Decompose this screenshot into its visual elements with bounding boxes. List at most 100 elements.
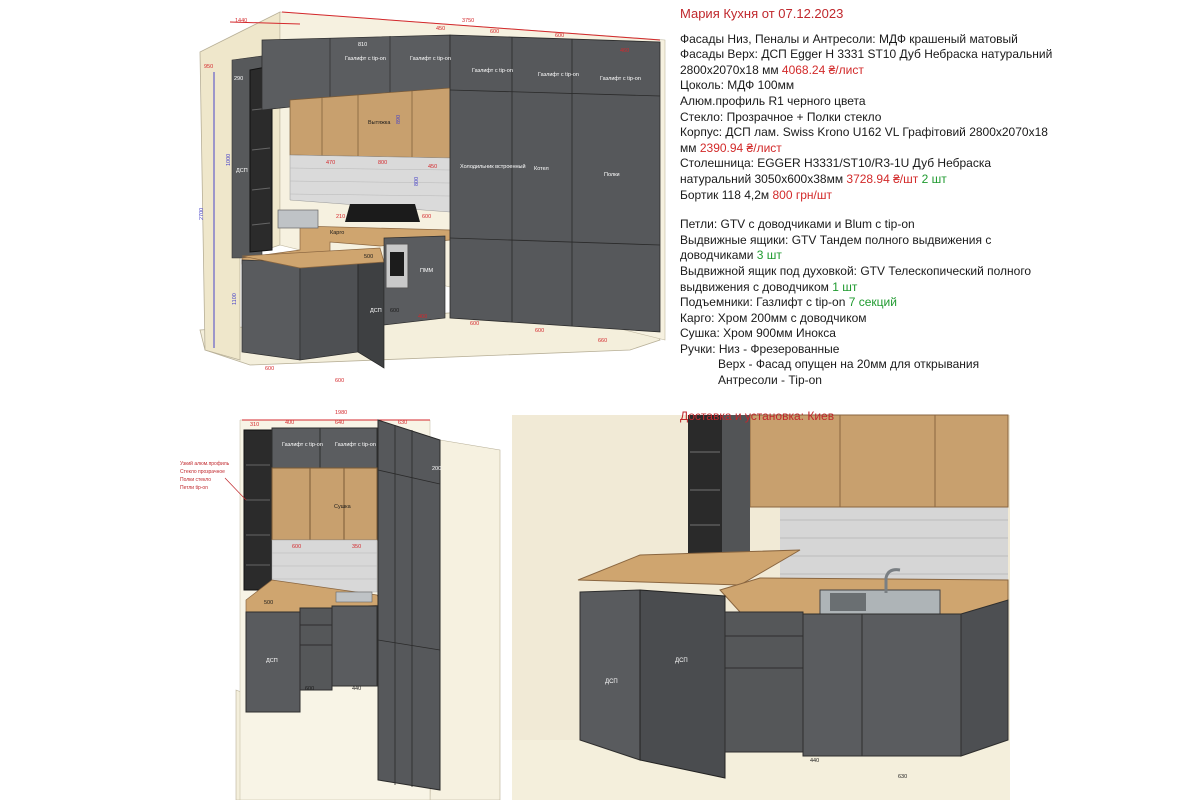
side-panel <box>722 415 750 563</box>
spec-text: Выдвижной ящик под духовкой: GTV Телеско… <box>680 263 1032 278</box>
cooktop <box>345 204 420 222</box>
dim-label: 600 <box>265 366 274 372</box>
dim-label: 1440 <box>235 18 247 24</box>
spec-text: 4068.24 ₴/лист <box>781 62 864 77</box>
faucet <box>884 568 901 593</box>
label-sushka: Сушка <box>334 504 352 510</box>
label-boiler: Котел <box>534 166 549 172</box>
oak-upper-cabinets <box>271 467 378 541</box>
dim-label: 310 <box>250 422 259 428</box>
dim-label: 600 <box>490 29 499 35</box>
spec-text: доводчиками <box>680 248 757 263</box>
dim-label: 440 <box>352 686 361 692</box>
spec-line: Ручки: Низ - Фрезерованные <box>680 342 1195 358</box>
spec-text: Антресоли - Tip-on <box>718 373 822 388</box>
spec-text: Бортик 118 4,2м <box>680 187 773 202</box>
upper-gaslift-row <box>271 427 378 469</box>
dim-label: 660 <box>598 338 607 344</box>
dim-label: 440 <box>810 758 819 764</box>
label-vytyazhka: Вытяжка <box>368 120 391 126</box>
dim-label: 810 <box>358 42 367 48</box>
dim-label: 630 <box>898 774 907 780</box>
spec-text: 2 шт <box>918 171 947 186</box>
spec-line: Бортик 118 4,2м 800 грн/шт <box>680 188 1195 204</box>
label-cargo: Карго <box>330 230 344 236</box>
label-shelves: Полки <box>604 172 620 178</box>
spec-text: выдвижения с доводчиком <box>680 279 833 294</box>
dim-label: 800 <box>378 160 387 166</box>
bar-top <box>577 549 801 586</box>
dim-label: 890 <box>396 115 402 124</box>
dim-label: 450 <box>436 26 445 32</box>
spec-text: 1 шт <box>832 279 858 294</box>
spec-line: Подъемники: Газлифт с tip-on 7 секций <box>680 295 1195 311</box>
dim-label: 630 <box>398 420 407 426</box>
label-gaslift: Газлифт с tip-on <box>345 56 386 62</box>
note-pointer <box>224 477 247 501</box>
spec-text: натуральний 3050x600x38мм <box>680 171 847 186</box>
dim-line-top <box>281 11 661 41</box>
spec-hardware: Петли: GTV с доводчиками и Blum с tip-on… <box>680 217 1195 389</box>
spec-text: Корпус: ДСП лам. Swiss Krono U162 VL Гра… <box>680 125 1048 140</box>
dim-label: 500 <box>264 600 273 606</box>
label-dsp: ДСП <box>236 168 248 174</box>
drawers <box>724 611 804 753</box>
label-gaslift: Газлифт с tip-on <box>335 442 376 448</box>
spec-text: 3 шт <box>756 248 782 263</box>
label-dsp: ДСП <box>370 308 382 314</box>
spec-text: Верх - Фасад опущен на 20мм для открыван… <box>718 357 980 372</box>
dim-label: 470 <box>326 160 335 166</box>
dim-label: 450 <box>428 164 437 170</box>
dim-label: 3750 <box>462 18 474 24</box>
spec-line: Фасады Верх: ДСП Egger H 3331 ST10 Дуб Н… <box>680 47 1195 63</box>
sink-cabinet <box>802 613 962 757</box>
spec-text: Карго: Хром 200мм с доводчиком <box>680 310 867 325</box>
label-dsp: ДСП <box>605 679 618 685</box>
spec-line: выдвижения с доводчиком 1 шт <box>680 280 1195 296</box>
spec-line: Столешница: EGGER H3331/ST10/R3-1U Дуб Н… <box>680 156 1195 172</box>
spec-line: мм 2390.94 ₴/лист <box>680 141 1195 157</box>
spec-text: Сушка: Хром 900мм Инокса <box>680 326 836 341</box>
spec-line: Петли: GTV с доводчиками и Blum с tip-on <box>680 217 1195 233</box>
label-dsp: ДСП <box>266 658 278 664</box>
dim-label: 460 <box>620 48 629 54</box>
dim-label: 600 <box>335 378 344 384</box>
dim-label: 600 <box>292 544 301 550</box>
label-dishwasher: ПММ <box>420 268 434 274</box>
label-gaslift: Газлифт с tip-on <box>538 72 579 78</box>
dim-label: 600 <box>555 33 564 39</box>
spec-line: 2800x2070x18 мм 4068.24 ₴/лист <box>680 63 1195 79</box>
side-cabinet <box>960 599 1009 757</box>
label-fridge: Холодильник встроенный <box>460 163 526 170</box>
bar-cabinet <box>579 589 641 761</box>
label-gaslift: Газлифт с tip-on <box>410 56 451 62</box>
spec-line: натуральний 3050x600x38мм 3728.94 ₴/шт 2… <box>680 172 1195 188</box>
spec-delivery: Доставка и установка: Киев <box>680 408 835 423</box>
label-dsp: ДСП <box>675 658 688 664</box>
open-shelf-unit <box>243 429 273 591</box>
dim-label: 800 <box>414 177 420 186</box>
spec-line: доводчиками 3 шт <box>680 248 1195 264</box>
dim-label: 600 <box>535 328 544 334</box>
dim-label: 950 <box>204 64 213 70</box>
spec-line: Выдвижные ящики: GTV Тандем полного выдв… <box>680 233 1195 249</box>
dim-label: 210 <box>336 214 345 220</box>
spec-text: Фасады Верх: ДСП Egger H 3331 ST10 Дуб Н… <box>680 47 1053 62</box>
spec-line: Сушка: Хром 900мм Инокса <box>680 326 1195 342</box>
spec-text: 3728.94 ₴/шт <box>846 171 919 186</box>
bar-panel <box>639 589 726 779</box>
spec-panel: Мария Кухня от 07.12.2023 Фасады Низ, Пе… <box>680 6 1195 424</box>
dim-label: 1980 <box>335 410 347 416</box>
spec-text: 800 грн/шт <box>772 187 832 202</box>
spec-text: Выдвижные ящики: GTV Тандем полного выдв… <box>680 232 992 247</box>
spec-title: Мария Кухня от 07.12.2023 <box>680 6 844 21</box>
dim-label: 200 <box>432 466 441 472</box>
spec-materials: Фасады Низ, Пеналы и Антресоли: МДФ краш… <box>680 32 1195 204</box>
dim-label: 640 <box>335 420 344 426</box>
dim-label: 600 <box>470 321 479 327</box>
spec-text: Цоколь: МДФ 100мм <box>680 78 795 93</box>
tall-units <box>377 419 441 791</box>
